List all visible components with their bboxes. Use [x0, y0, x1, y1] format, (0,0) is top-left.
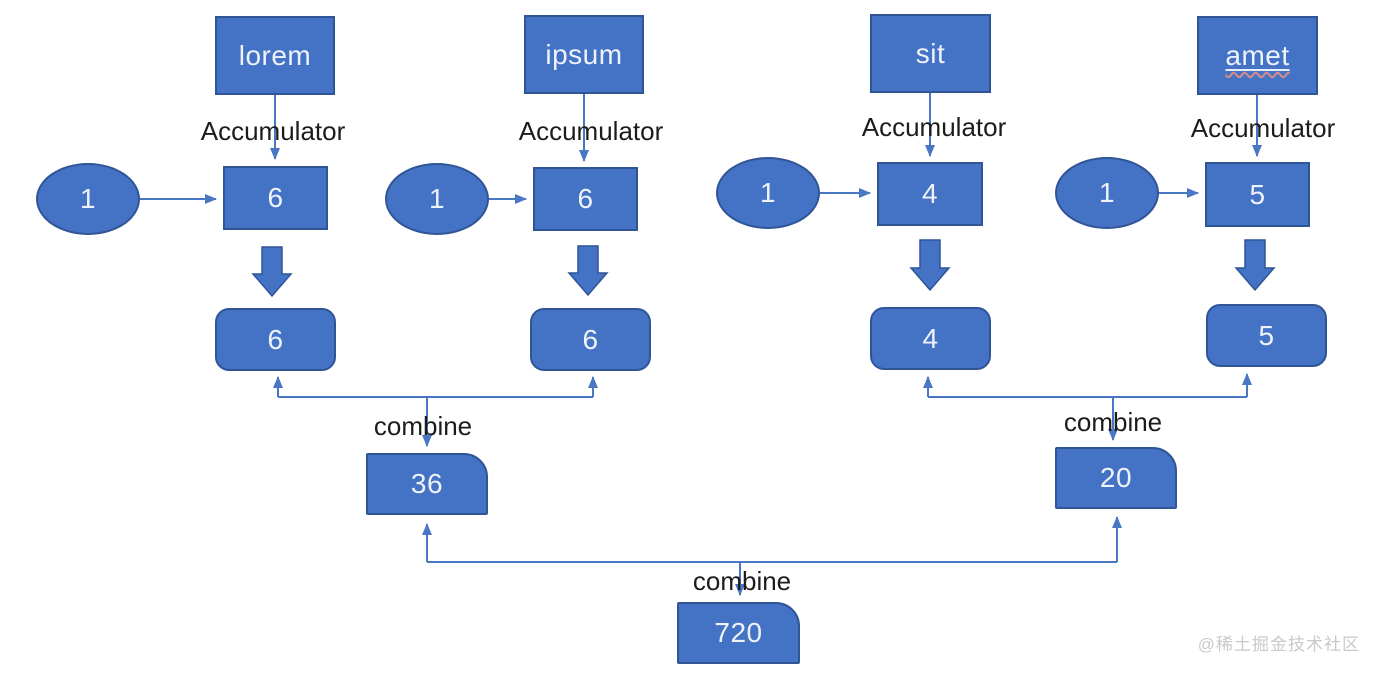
- combine-connector-right: [923, 373, 1252, 441]
- accumulated-value: 5: [1249, 178, 1266, 210]
- result-value: 4: [922, 322, 939, 354]
- source-node-ipsum: ipsum: [524, 15, 644, 94]
- watermark: @稀土掘金技术社区: [1197, 635, 1360, 654]
- seed-ellipse: 1: [36, 163, 140, 235]
- accumulator-label: Accumulator: [1190, 113, 1336, 143]
- source-label: sit: [915, 37, 946, 69]
- accumulator-label: Accumulator: [200, 116, 346, 146]
- combine-connector-left: [273, 376, 598, 447]
- combine-value: 36: [410, 468, 444, 499]
- accumulator-label: Accumulator: [518, 116, 664, 146]
- result-node: 4: [870, 307, 991, 370]
- accumulator-node: 6: [223, 166, 328, 230]
- combine-label: combine: [373, 411, 473, 441]
- source-label: amet: [1225, 40, 1289, 72]
- seed-to-accumulator-arrows: [140, 188, 1199, 204]
- seed-value: 1: [428, 183, 446, 214]
- block-down-arrows: [251, 239, 1276, 298]
- combine-label: combine: [1063, 407, 1163, 437]
- accumulated-value: 6: [267, 182, 284, 213]
- result-node: 6: [530, 308, 651, 371]
- source-node-lorem: lorem: [215, 16, 335, 95]
- source-node-amet: amet: [1197, 16, 1318, 95]
- seed-ellipse: 1: [716, 157, 820, 229]
- source-node-sit: sit: [870, 14, 991, 93]
- spellcheck-underline: amet: [1225, 39, 1290, 71]
- result-node: 6: [215, 308, 336, 371]
- seed-value: 1: [1098, 177, 1116, 208]
- combine-connector-final: [422, 516, 1122, 596]
- accumulator-node: 5: [1205, 162, 1310, 227]
- result-value: 5: [1258, 319, 1275, 351]
- final-combine-node: 720: [677, 602, 800, 664]
- seed-value: 1: [79, 183, 97, 214]
- combine-value: 20: [1099, 462, 1133, 493]
- combine-node-left: 36: [366, 453, 488, 515]
- final-value: 720: [714, 617, 763, 648]
- accumulator-label: Accumulator: [861, 112, 1007, 142]
- accumulated-value: 4: [921, 178, 939, 209]
- seed-ellipse: 1: [1055, 157, 1159, 229]
- result-value: 6: [582, 323, 599, 355]
- seed-value: 1: [759, 177, 777, 208]
- result-value: 6: [267, 323, 284, 355]
- accumulator-node: 6: [533, 167, 638, 231]
- source-to-accumulator-arrows: [270, 93, 1262, 162]
- seed-ellipse: 1: [385, 163, 489, 235]
- accumulated-value: 6: [577, 183, 594, 214]
- source-label: lorem: [238, 39, 312, 71]
- accumulator-node: 4: [877, 162, 983, 226]
- result-node: 5: [1206, 304, 1327, 367]
- source-label: ipsum: [545, 38, 623, 70]
- combine-node-right: 20: [1055, 447, 1177, 509]
- combine-label: combine: [692, 566, 792, 596]
